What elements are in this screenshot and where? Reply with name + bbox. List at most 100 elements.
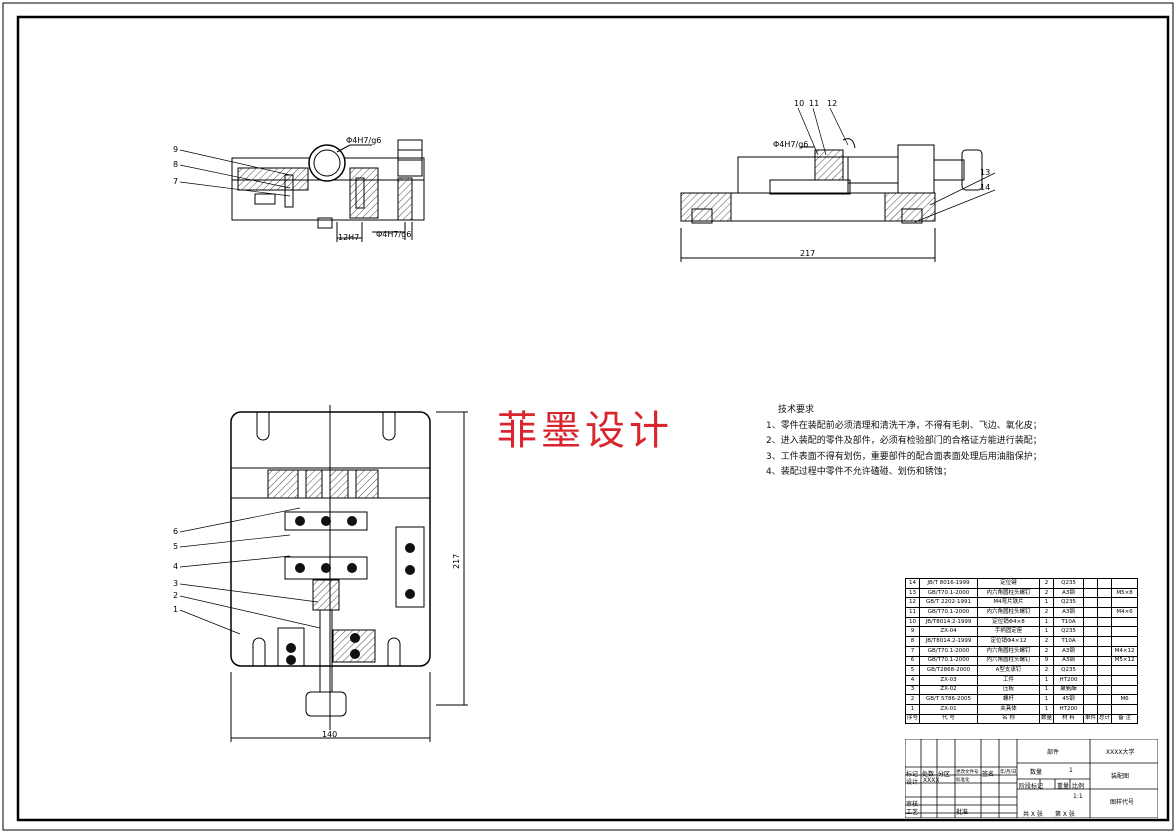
tech-req-item: 2、进入装配的零件及部件，必须有检验部门的合格证方能进行装配； [766,436,1042,446]
bom-cell-weight [1097,587,1113,599]
tech-req-item: 4、装配过程中零件不允许磕碰、划伤和锈蚀； [766,467,952,477]
bom-cell-no: 10 [904,616,921,628]
tb-scale-value: 1:1 [1073,793,1083,800]
bom-cell-note [1111,684,1139,696]
bom-cell-weight [1083,703,1099,715]
callout-7: 7 [173,177,178,186]
bom-cell-weight [1083,597,1099,609]
bom-cell-mat: HT200 [1053,703,1085,715]
tb-drawing-name: 装配图 [1111,773,1130,780]
callout-12: 12 [827,99,837,108]
bom-cell-code: GB/T 2202-1991 [919,597,979,609]
bom-cell-mat: T10A [1053,616,1085,628]
leaders-front [179,507,321,635]
bom-cell-qty: 1 [1039,703,1055,715]
dim-width-140: 140 [322,730,337,739]
bom-cell-name: M4弯片铁片 [977,597,1041,609]
bom-header-mat: 材 料 [1053,713,1085,725]
bom-cell-mat: A3钢 [1053,655,1085,667]
callout-5: 5 [173,542,178,551]
tb-part-label: 部件 [1047,749,1060,756]
bom-cell-name: 定位键 [977,578,1041,589]
bom-cell-qty: 2 [1039,645,1055,657]
tb-mark: 标记 [906,771,919,778]
bom-cell-mat: A3钢 [1053,607,1085,618]
callout-13: 13 [980,168,990,177]
callout-9: 9 [173,145,178,154]
tb-qty-value: 1 [1069,767,1073,774]
tb-scale-label: 比例 [1072,783,1085,790]
tb-designer: XXXX [923,777,940,784]
callout-14: 14 [980,183,990,192]
bom-cell-weight [1097,655,1113,667]
tb-standardize: 标准化 [956,778,970,783]
tb-sheet: 第 X 张 [1055,811,1075,818]
bom-cell-qty: 1 [1039,674,1055,686]
bom-cell-mat: 45钢 [1053,694,1085,705]
dim-width-12h7: 12H7 [338,233,359,242]
bom-cell-weight [1083,645,1099,657]
tb-drawing-no: 图样代号 [1110,799,1135,806]
bom-cell-no: 1 [904,703,921,715]
bom-cell-weight [1083,694,1099,705]
bom-cell-name: 压板 [977,684,1041,696]
callout-2: 2 [173,591,178,600]
bom-cell-note [1111,636,1139,647]
bom-cell-qty: 9 [1039,655,1055,667]
bom-header-name: 名 称 [977,713,1041,725]
callout-11: 11 [809,99,819,108]
bom-cell-weight [1097,703,1113,715]
bom-cell-no: 5 [904,665,921,676]
bom-cell-name: 螺杆 [977,694,1041,705]
side-view-left [231,139,425,242]
bom-cell-weight [1097,645,1113,657]
bom-cell-mat: Q235 [1053,626,1085,638]
title-block [905,739,1158,818]
bom-cell-note [1111,665,1139,676]
bom-cell-name: 内六角圆柱头螺钉 [977,587,1041,599]
callout-1: 1 [173,605,178,614]
bom-cell-note [1111,616,1139,628]
bom-cell-no: 11 [904,607,921,618]
bom-cell-name: 内六角圆柱头螺钉 [977,645,1041,657]
leaders-right [797,107,996,223]
bom-cell-no: 8 [904,636,921,647]
bom-cell-code: GB/T70.1-2000 [919,607,979,618]
bom-cell-note: M4×12 [1111,645,1139,657]
bom-cell-no: 4 [904,674,921,686]
bom-header-qty: 数量 [1039,713,1055,725]
bom-cell-note: M6 [1111,694,1139,705]
callout-10: 10 [794,99,804,108]
front-bolts [286,516,415,665]
bom-cell-note [1111,578,1139,589]
bom-cell-name: 内六角圆柱头螺钉 [977,607,1041,618]
tb-weight-label: 重量 [1057,783,1070,790]
bom-cell-note [1111,626,1139,638]
bom-cell-code: JB/T 8016-1999 [919,578,979,589]
bom-cell-no: 6 [904,655,921,667]
bom-cell-mat: HT200 [1053,674,1085,686]
leaders-left [179,149,291,197]
bom-cell-code: GB/T70.1-2000 [919,645,979,657]
bom-cell-code: GB/T2868-2000 [919,665,979,676]
bom-cell-code: JB/T8014.2-1999 [919,636,979,647]
bom-cell-qty: 1 [1039,616,1055,628]
callout-3: 3 [173,579,178,588]
bom-cell-note [1111,597,1139,609]
front-view [230,405,468,742]
bom-cell-code: ZX-02 [919,684,979,696]
bom-cell-weight [1083,578,1099,589]
bom-cell-weight [1083,655,1099,667]
dim-fit-right: Φ4H7/g6 [773,140,808,149]
bom-cell-qty: 2 [1039,587,1055,599]
bom-cell-weight [1097,674,1113,686]
tb-sheets: 共 X 张 [1023,811,1043,818]
bom-cell-code: ZX-03 [919,674,979,686]
dim-length-217-top: 217 [800,249,815,258]
bom-cell-weight [1097,578,1113,589]
